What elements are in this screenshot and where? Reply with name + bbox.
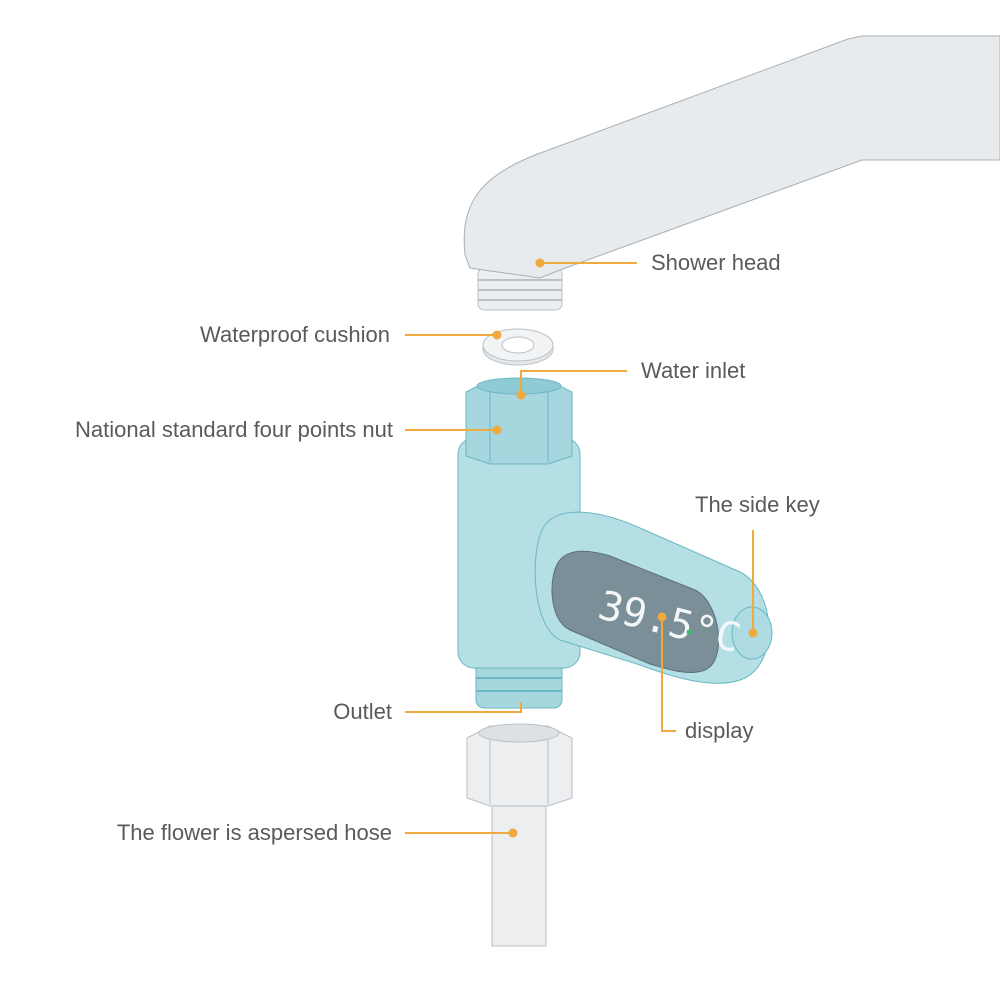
label-side-key: The side key <box>695 492 820 517</box>
label-outlet: Outlet <box>333 699 392 724</box>
label-shower-head: Shower head <box>651 250 781 275</box>
hose <box>466 723 573 947</box>
leader-dots <box>492 258 758 838</box>
leader-lines <box>405 262 754 834</box>
label-waterproof-cushion: Waterproof cushion <box>200 322 390 347</box>
status-led <box>686 629 692 635</box>
label-nut: National standard four points nut <box>75 417 393 442</box>
label-hose: The flower is aspersed hose <box>116 820 392 845</box>
shower-head <box>463 35 1000 311</box>
label-display: display <box>685 718 754 743</box>
label-water-inlet: Water inlet <box>641 358 746 383</box>
thermometer-body <box>457 377 773 709</box>
